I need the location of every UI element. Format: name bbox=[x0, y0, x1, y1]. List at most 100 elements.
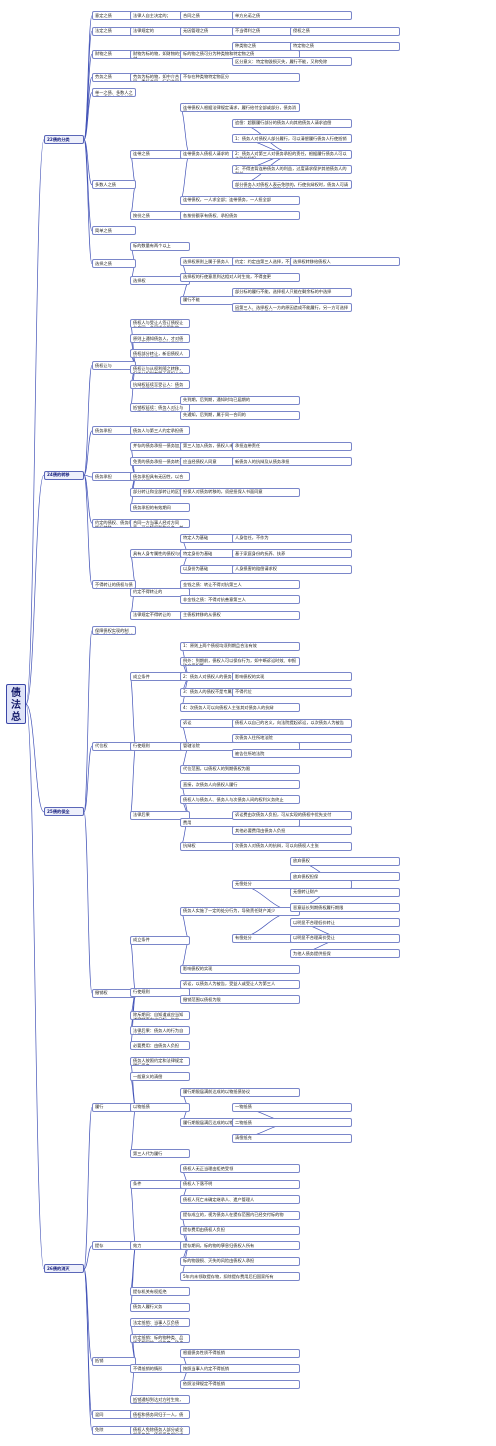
mindmap-node: 代位范围，以债权人的到期债权为限 bbox=[180, 764, 300, 774]
connector-line bbox=[83, 474, 93, 585]
connector-line bbox=[83, 1245, 93, 1270]
mindmap-node: 抵销权延续：债务人对让与人享有债权的，可向受让人主张抵销 bbox=[130, 403, 190, 413]
connector-line bbox=[179, 153, 191, 201]
mindmap-node: 合同一方当事人经对方同意，可以将权利和义务一并转让给第三人 bbox=[130, 518, 190, 528]
mindmap-node: 次债务人住所地法院 bbox=[232, 733, 352, 743]
mindmap-node: 无偿转让财产 bbox=[290, 887, 400, 897]
mindmap-node: 抵销 bbox=[92, 1356, 136, 1366]
mindmap-node: 债权让与从权利随之转移，但该从权利专属于债权人自身的除外 bbox=[130, 364, 190, 374]
mindmap-node: 为他人债务提供担保 bbox=[290, 949, 400, 959]
mindmap-node: 被告住所地法院 bbox=[232, 749, 352, 759]
connector-line bbox=[129, 1245, 137, 1308]
mindmap-node: 除斥期间：自知道或应当知道撤销事由之日起一年内，自行为发生之日起五年内 bbox=[130, 1010, 190, 1020]
connector-line bbox=[129, 676, 137, 747]
connector-line bbox=[129, 1107, 137, 1154]
mindmap-node: 债权人死亡未确定继承人、遗产管理人 bbox=[180, 1195, 300, 1205]
mindmap-node: 承担连带责任 bbox=[232, 441, 352, 451]
mindmap-node: 以明显不合理高价受让 bbox=[290, 933, 400, 943]
connector-line bbox=[83, 139, 93, 232]
mindmap-node: 债务人与第三人约定承担债务 bbox=[130, 426, 190, 436]
mindmap-node: 行使规则 bbox=[130, 987, 190, 997]
mindmap-node: 区分意义：特定物毁损灭失，履行不能，又称免除 bbox=[232, 57, 352, 67]
mindmap-node: 连带债权人根据法律规定请求，履行给付全部或部分，债务消灭 bbox=[180, 103, 300, 113]
mindmap-node: 影响债权的实现 bbox=[180, 964, 300, 974]
connector-line bbox=[179, 107, 191, 155]
connector-line bbox=[83, 1107, 93, 1270]
mindmap-node: 按照当事人约定不得抵销 bbox=[180, 1364, 300, 1374]
mindmap-node: 抵销通知到达对方时生效，不得附条件或附期限 bbox=[130, 1395, 190, 1405]
mindmap-node: 其他必要费用由债务人负担 bbox=[232, 826, 352, 836]
mindmap-node: 选择权的行使意思到达相对人时生效，不得变更 bbox=[180, 272, 300, 282]
mindmap-node: 部分标的履行不能，选择权人只能在剩余标的中选择 bbox=[232, 287, 352, 297]
mindmap-node: 提存期间，标的物的孳息归债权人所有 bbox=[180, 1241, 300, 1251]
mindmap-node: 法律后果：债务人的行为自始无效 bbox=[130, 1026, 190, 1036]
connector-line bbox=[25, 703, 45, 813]
mindmap-node: 法定抵销：当事人互负债务，该债务的标的物种类、品质相同 bbox=[130, 1318, 190, 1328]
mindmap-node: 提存机关有权拒绝 bbox=[130, 1287, 190, 1297]
connector-line bbox=[83, 811, 93, 994]
mindmap-node: 因第三人、选择权人一方的原因造成不能履行，另一方可选择解除或主张违约责任 bbox=[232, 303, 352, 313]
connector-line bbox=[83, 745, 93, 813]
mindmap-node: 1：原则上两个债权均须到期且合法有效 bbox=[180, 641, 300, 651]
mindmap-node: 直接，次债务人向债权人履行 bbox=[180, 780, 300, 789]
mindmap-node: 诉讼费由次债务人负担，可从实现的债权中优先支付 bbox=[232, 810, 352, 820]
mindmap-node: 非金钱之债：不得对抗善意第三人 bbox=[180, 595, 300, 605]
connector-line bbox=[83, 474, 93, 478]
mindmap-node: 债权人以自己的名义，向法院提起诉讼，以次债务人为被告 bbox=[232, 718, 352, 728]
mindmap-node: 债务人按照约定和法律规定履行债务 bbox=[130, 1056, 190, 1066]
mindmap-node: 约定抵销：标的物种类、品质不相同的，经协商一致也可以抵销 bbox=[130, 1333, 190, 1343]
mindmap-node: 撤销范围以债权为限 bbox=[180, 995, 300, 1005]
connector-line bbox=[83, 53, 93, 141]
connector-line bbox=[83, 1268, 93, 1431]
mindmap-node: 选择之债 bbox=[92, 259, 136, 269]
mindmap-node: 以明显不合理低价转让 bbox=[290, 918, 400, 928]
mindmap-node: 不存在种类物特定物区分 bbox=[180, 72, 300, 82]
mindmap-node: 主债权转移的从债权 bbox=[180, 610, 300, 620]
connector-line bbox=[129, 1183, 137, 1247]
mindmap-node: 放弃债权 bbox=[290, 856, 400, 866]
mindmap-node: 依照法律规定不得抵销 bbox=[180, 1379, 300, 1389]
connector-line bbox=[83, 430, 93, 476]
mindmap-node: 债务承担具有无因性，以合同为前提 bbox=[130, 472, 190, 482]
mindmap-node: 二物抵债 bbox=[232, 1118, 352, 1128]
connector-line bbox=[83, 365, 93, 476]
mindmap-node: 次债务人对债务人的抗辩，可以向债权人主张 bbox=[232, 841, 352, 851]
branch-node: 26债的消灭 bbox=[44, 1264, 84, 1274]
connector-line bbox=[83, 139, 93, 186]
mindmap-node: 放弃债权担保 bbox=[290, 872, 400, 882]
mindmap-node: 简单之债 bbox=[92, 226, 136, 236]
root-node: 债法总论 bbox=[6, 684, 26, 725]
mindmap-node: 根据债务性质不得抵销 bbox=[180, 1348, 300, 1358]
mindmap-node: 债务承担的有效期间 bbox=[130, 503, 190, 513]
mindmap-node: 诉讼，以债务人为被告，受益人或受让人为第三人 bbox=[180, 979, 300, 989]
mindmap-node: 约定不得转让的 bbox=[130, 587, 190, 597]
connector-line bbox=[129, 1060, 137, 1108]
mindmap-node: 法律后果 bbox=[130, 810, 190, 820]
mindmap-node: 部分债务人对债权人表示免除的，行使抗辩权时，债务人可请求其他债务人在相应范围内免… bbox=[232, 180, 352, 190]
connector-line bbox=[25, 703, 45, 1270]
mindmap-node: 影响债权的实现 bbox=[232, 672, 352, 682]
branch-node: 25债的保全 bbox=[44, 807, 84, 817]
mindmap-node: 1：债务人对债权人部分履行，可以清偿履行债务人行使抵销 bbox=[232, 134, 352, 144]
mindmap-node: 担保人对债务转移的，须经担保人书面同意 bbox=[180, 487, 300, 497]
connector-line bbox=[83, 139, 93, 264]
mindmap-node: 债权人与受让人签订债权让与合同，合同成立即生效，债权即转移 bbox=[130, 318, 190, 328]
connector-line bbox=[25, 474, 45, 705]
mindmap-node: 2：债务人对第三人对债务承担的责任，根据履行债务人可以主张抗辩权 bbox=[232, 149, 352, 159]
mindmap-node: 债权人下落不明 bbox=[180, 1179, 300, 1189]
mindmap-node: 金钱之债：转让不得对抗第三人 bbox=[180, 580, 300, 590]
connector-line bbox=[25, 139, 45, 705]
mindmap-node: 基于家庭身份的抚养、扶养 bbox=[232, 549, 352, 559]
mindmap-node: 人身信任，不作为 bbox=[232, 533, 352, 543]
mindmap-node: 连带债权，一人求全部；连带债务，一人担全部 bbox=[180, 195, 300, 205]
connector-line bbox=[83, 30, 93, 141]
mindmap-node: 不得转让的债权与债务 bbox=[92, 580, 136, 590]
mindmap-node: 成立条件 bbox=[130, 935, 190, 945]
mindmap-node: 一物抵债 bbox=[232, 1102, 352, 1112]
branch-node: 22债的分类 bbox=[44, 135, 84, 145]
mindmap-node: 3：不得违背连带债务人的利益，过度请求保护其他债务人的利益 bbox=[232, 164, 352, 174]
mindmap-node: 先通知，后到期，属于同一合同的 bbox=[180, 410, 300, 420]
mindmap-node: 4：次债务人可以向债权人主张其对债务人的抗辩 bbox=[180, 703, 300, 713]
mindmap-node: 不得代位 bbox=[232, 687, 352, 697]
